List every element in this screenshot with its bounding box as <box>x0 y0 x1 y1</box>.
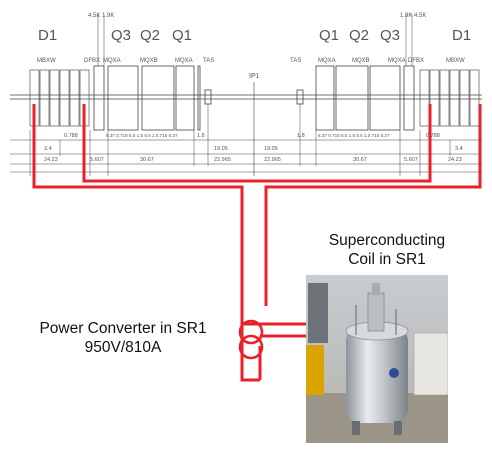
dim-l-h: 22.965 <box>214 157 231 163</box>
right-q2-label: Q2 <box>349 27 369 44</box>
dim-l-f: 1.8 <box>197 133 205 139</box>
dim-r-c: 24.23 <box>448 157 462 163</box>
layout-labels: D1 Q3 Q2 Q1 4.5K 1.9K MBXW DFBX MQXA MQX… <box>37 13 471 80</box>
dim-r-g: 19.05 <box>264 146 278 152</box>
left-top-dim: 4.5K 1.9K <box>88 13 114 19</box>
dim-r-small: 6.37 0.715 5.5 1.5 5.5 1.0.715 6.37 <box>318 133 390 138</box>
left-d1-label: D1 <box>38 27 57 44</box>
right-dfbx <box>403 65 415 131</box>
photo-rack <box>308 283 328 343</box>
left-mqxb-label: MQXB <box>140 58 158 64</box>
left-q2a-box <box>141 65 175 131</box>
dim-l-d: 5.607 <box>90 157 104 163</box>
dim-r-e: 30.67 <box>353 157 367 163</box>
photo-cryostat-body <box>346 327 408 423</box>
beamline-layout <box>10 14 482 176</box>
superconducting-coil-label: Superconducting Coil in SR1 <box>292 231 482 269</box>
photo-cabinet <box>413 332 448 396</box>
right-mqxb-label: MQXB <box>352 58 370 64</box>
cable-left-outer <box>32 104 260 382</box>
photo-tower-top <box>372 283 380 295</box>
photo-leg-left <box>352 421 360 435</box>
left-tas-label: TAS <box>203 58 214 64</box>
power-converter-label: Power Converter in SR1 950V/810A <box>2 319 244 357</box>
coil-photo-svg <box>306 275 448 443</box>
superconducting-coil-photo <box>306 275 448 443</box>
left-mbxw-label: MBXW <box>37 58 56 64</box>
dim-l-a: 3.4 <box>44 146 52 152</box>
dim-r-b: 0.788 <box>426 133 440 139</box>
left-q2b-box <box>175 65 195 131</box>
right-top-dim: 1.9K 4.5K <box>400 13 426 19</box>
left-dfbx <box>93 65 105 131</box>
left-q3-label: Q3 <box>111 27 131 44</box>
right-mqxa2-label: MQXA <box>388 58 406 64</box>
right-q1-box <box>315 65 335 131</box>
pc-label-line2: 950V/810A <box>84 339 162 356</box>
left-q1-sep <box>197 65 201 131</box>
dim-l-small: 6.37 0.715 5.5 1.5 5.5 1.0.715 6.37 <box>106 133 178 138</box>
cable-left-inner <box>82 104 432 183</box>
dim-r-d: 5.607 <box>404 157 418 163</box>
pc-label-line1: Power Converter in SR1 <box>39 320 207 337</box>
left-dfbx-label: DFBX <box>84 58 100 64</box>
right-q3-label: Q3 <box>380 27 400 44</box>
left-q2-label: Q2 <box>140 27 160 44</box>
dim-l-b: 0.788 <box>64 133 78 139</box>
photo-yellow-equipment <box>306 345 324 395</box>
left-q1-label: Q1 <box>172 27 192 44</box>
right-q1-label: Q1 <box>319 27 339 44</box>
dim-r-h: 22.965 <box>264 157 281 163</box>
left-q3-box <box>107 65 139 131</box>
dim-r-a: 3.4 <box>455 146 463 152</box>
coil-label-line2: Coil in SR1 <box>348 251 426 268</box>
dim-l-g: 19.05 <box>214 146 228 152</box>
left-mqxa2-label: MQXA <box>175 58 193 64</box>
transformer-symbol <box>238 319 264 360</box>
right-d1-magnets <box>419 69 480 127</box>
coil-label-line1: Superconducting <box>328 232 446 249</box>
transformer-coil-bottom <box>238 334 264 360</box>
right-tas <box>296 89 304 105</box>
cable-right-outer <box>264 104 482 306</box>
right-dfbx-label: DFBX <box>408 58 424 64</box>
dimension-labels: 3.4 0.788 24.23 5.607 30.67 1.8 19.05 22… <box>44 133 463 163</box>
right-tas-label: TAS <box>290 58 301 64</box>
dim-r-f: 1.8 <box>297 133 305 139</box>
right-q2a-box <box>335 65 369 131</box>
dim-l-c: 24.23 <box>44 157 58 163</box>
right-mbxw-label: MBXW <box>446 58 465 64</box>
ip1-label: IP1 <box>249 73 260 80</box>
left-tas <box>204 89 212 105</box>
left-d1-magnets <box>29 69 90 127</box>
transformer-coil-top <box>238 319 264 345</box>
left-mqxa1-label: MQXA <box>103 58 121 64</box>
photo-current-lead-tower <box>367 292 385 332</box>
right-q3-box <box>369 65 401 131</box>
dim-l-e: 30.67 <box>140 157 154 163</box>
photo-leg-right <box>394 421 402 435</box>
right-mqxa1-label: MQXA <box>318 58 336 64</box>
right-d1-label: D1 <box>452 27 471 44</box>
photo-logo-badge <box>389 368 399 378</box>
